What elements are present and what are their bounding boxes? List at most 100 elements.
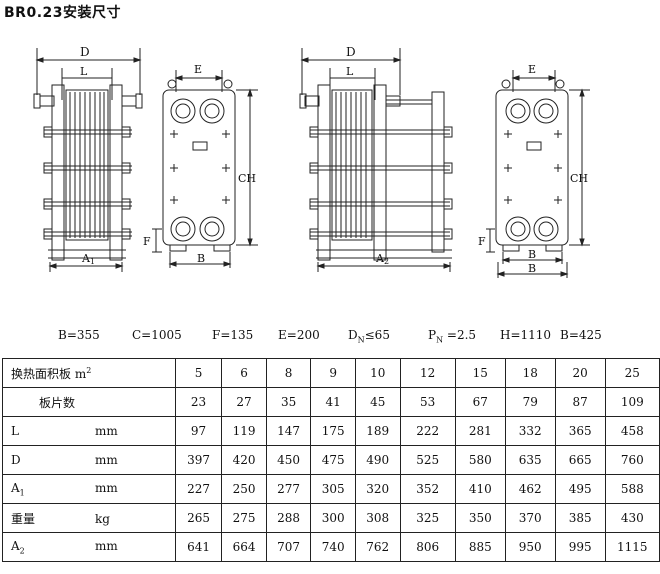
param-c: C=1005 (132, 328, 182, 342)
table-cell: 308 (354, 503, 401, 533)
table-cell: 27 (221, 387, 267, 417)
table-cell: 265 (174, 503, 223, 533)
front-view-1: E CH F B (143, 63, 258, 268)
front-view-2: E CH F B B (478, 63, 590, 278)
label-e-2: E (528, 63, 536, 76)
table-cell: 35 (265, 387, 312, 417)
parameter-line: B=355 C=1005 F=135 E=200 DN≤65 PN =2.5 H… (58, 328, 658, 348)
table-cell: 740 (310, 532, 356, 562)
table-cell: 275 (221, 503, 267, 533)
table-cell: 320 (354, 474, 401, 504)
column-header: 5 (174, 358, 223, 388)
table-cell: 641 (174, 532, 223, 562)
label-b-3: B (528, 262, 536, 275)
table-cell: 806 (399, 532, 456, 562)
table-cell: 79 (504, 387, 556, 417)
column-header: 8 (265, 358, 312, 388)
column-header: 9 (310, 358, 356, 388)
table-cell: 950 (504, 532, 556, 562)
label-a1: A1 (81, 252, 95, 266)
table-cell: 119 (221, 416, 267, 446)
column-header: 20 (554, 358, 606, 388)
table-cell: 635 (504, 445, 556, 475)
label-f-2: F (478, 235, 486, 248)
table-cell: 430 (604, 503, 660, 533)
label-e-1: E (194, 63, 202, 76)
label-ch-1: CH (238, 172, 256, 185)
table-cell: 222 (399, 416, 456, 446)
side-view-2: D L A2 (299, 45, 453, 272)
table-cell: 175 (310, 416, 356, 446)
table-cell: 87 (554, 387, 606, 417)
column-header: 25 (604, 358, 660, 388)
table-cell: 490 (354, 445, 401, 475)
table-cell: 475 (310, 445, 356, 475)
column-header: 15 (454, 358, 506, 388)
param-dn: DN≤65 (348, 328, 390, 345)
label-d-1: D (80, 45, 90, 59)
table-cell: 664 (221, 532, 267, 562)
table-cell: 365 (554, 416, 606, 446)
label-l-1: L (80, 65, 88, 78)
table-cell: 495 (554, 474, 606, 504)
side-view-1: D L A1 (33, 45, 143, 272)
param-pn: PN =2.5 (428, 328, 477, 345)
label-l-2: L (346, 65, 354, 78)
label-b-1: B (197, 252, 205, 265)
table-cell: 281 (454, 416, 506, 446)
table-cell: 1115 (604, 532, 660, 562)
table-cell: 109 (604, 387, 660, 417)
param-h: H=1110 (500, 328, 552, 342)
table-cell: 385 (554, 503, 606, 533)
table-cell: 370 (504, 503, 556, 533)
label-b-2: B (528, 248, 536, 261)
installation-drawing: D L A1 (33, 45, 590, 278)
column-header: 10 (354, 358, 401, 388)
table-cell: 352 (399, 474, 456, 504)
table-cell: 288 (265, 503, 312, 533)
row-label-cell: 板片数 (2, 387, 176, 417)
label-ch-2: CH (570, 172, 588, 185)
table-cell: 760 (604, 445, 660, 475)
table-cell: 277 (265, 474, 312, 504)
table-cell: 525 (399, 445, 456, 475)
column-header: 12 (399, 358, 456, 388)
table-cell: 147 (265, 416, 312, 446)
param-b2: B=425 (560, 328, 602, 342)
table-cell: 410 (454, 474, 506, 504)
label-d-2: D (346, 45, 356, 59)
table-cell: 707 (265, 532, 312, 562)
column-header: 6 (221, 358, 267, 388)
table-cell: 462 (504, 474, 556, 504)
table-cell: 23 (174, 387, 223, 417)
table-cell: 41 (310, 387, 356, 417)
table-cell: 300 (310, 503, 356, 533)
table-cell: 420 (221, 445, 267, 475)
table-cell: 45 (354, 387, 401, 417)
header-label-cell: 换热面积板 m2 (2, 358, 176, 388)
table-cell: 67 (454, 387, 506, 417)
table-cell: 580 (454, 445, 506, 475)
param-b: B=355 (58, 328, 100, 342)
page-title: BR0.23安装尺寸 (4, 5, 121, 21)
label-f-1: F (143, 235, 151, 248)
table-cell: 588 (604, 474, 660, 504)
table-cell: 450 (265, 445, 312, 475)
label-a2: A2 (375, 252, 389, 266)
table-cell: 350 (454, 503, 506, 533)
table-cell: 332 (504, 416, 556, 446)
table-cell: 189 (354, 416, 401, 446)
column-header: 18 (504, 358, 556, 388)
table-cell: 250 (221, 474, 267, 504)
table-cell: 325 (399, 503, 456, 533)
param-e: E=200 (278, 328, 320, 342)
